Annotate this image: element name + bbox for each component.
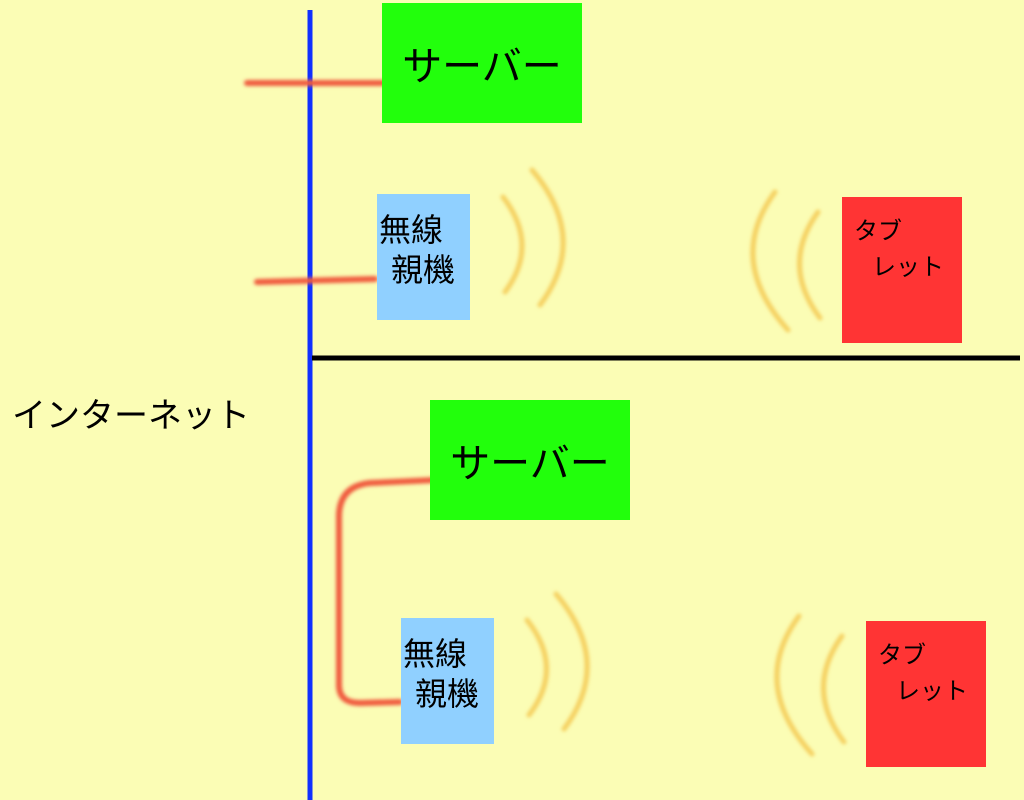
top-tablet-wifi-outer <box>750 189 791 333</box>
bottom-tablet: タブ レット <box>866 621 986 767</box>
internet-label: インターネット <box>12 396 250 436</box>
top-router-cable <box>254 276 378 285</box>
bottom-server: サーバー <box>430 400 630 520</box>
top-router-wifi-inner <box>500 194 525 295</box>
top-router-wifi-outer <box>529 167 566 308</box>
server-label: サーバー <box>450 441 610 487</box>
top-tablet-wifi-inner <box>797 209 823 321</box>
tablet-label-line2: レット <box>896 677 968 705</box>
router-label-line1: 無線 <box>403 635 468 673</box>
bottom-tablet-wifi-inner <box>821 633 847 745</box>
bottom-tablet-wifi-outer <box>774 613 815 757</box>
bottom-router-wifi-outer <box>553 591 590 732</box>
router-label-line2: 親機 <box>415 675 480 713</box>
top-wireless-router: 無線 親機 <box>377 194 470 320</box>
top-server: サーバー <box>382 3 582 123</box>
bottom-cable <box>336 477 438 707</box>
router-label-line2: 親機 <box>391 251 456 289</box>
bottom-wireless-router: 無線 親機 <box>401 618 494 744</box>
tablet-label-line1: タブ <box>854 217 902 245</box>
router-label-line1: 無線 <box>379 211 444 249</box>
top-tablet: タブ レット <box>842 197 962 343</box>
bottom-router-wifi-inner <box>524 617 549 718</box>
server-label: サーバー <box>402 44 562 90</box>
tablet-label-line2: レット <box>872 253 944 281</box>
tablet-label-line1: タブ <box>878 641 926 669</box>
